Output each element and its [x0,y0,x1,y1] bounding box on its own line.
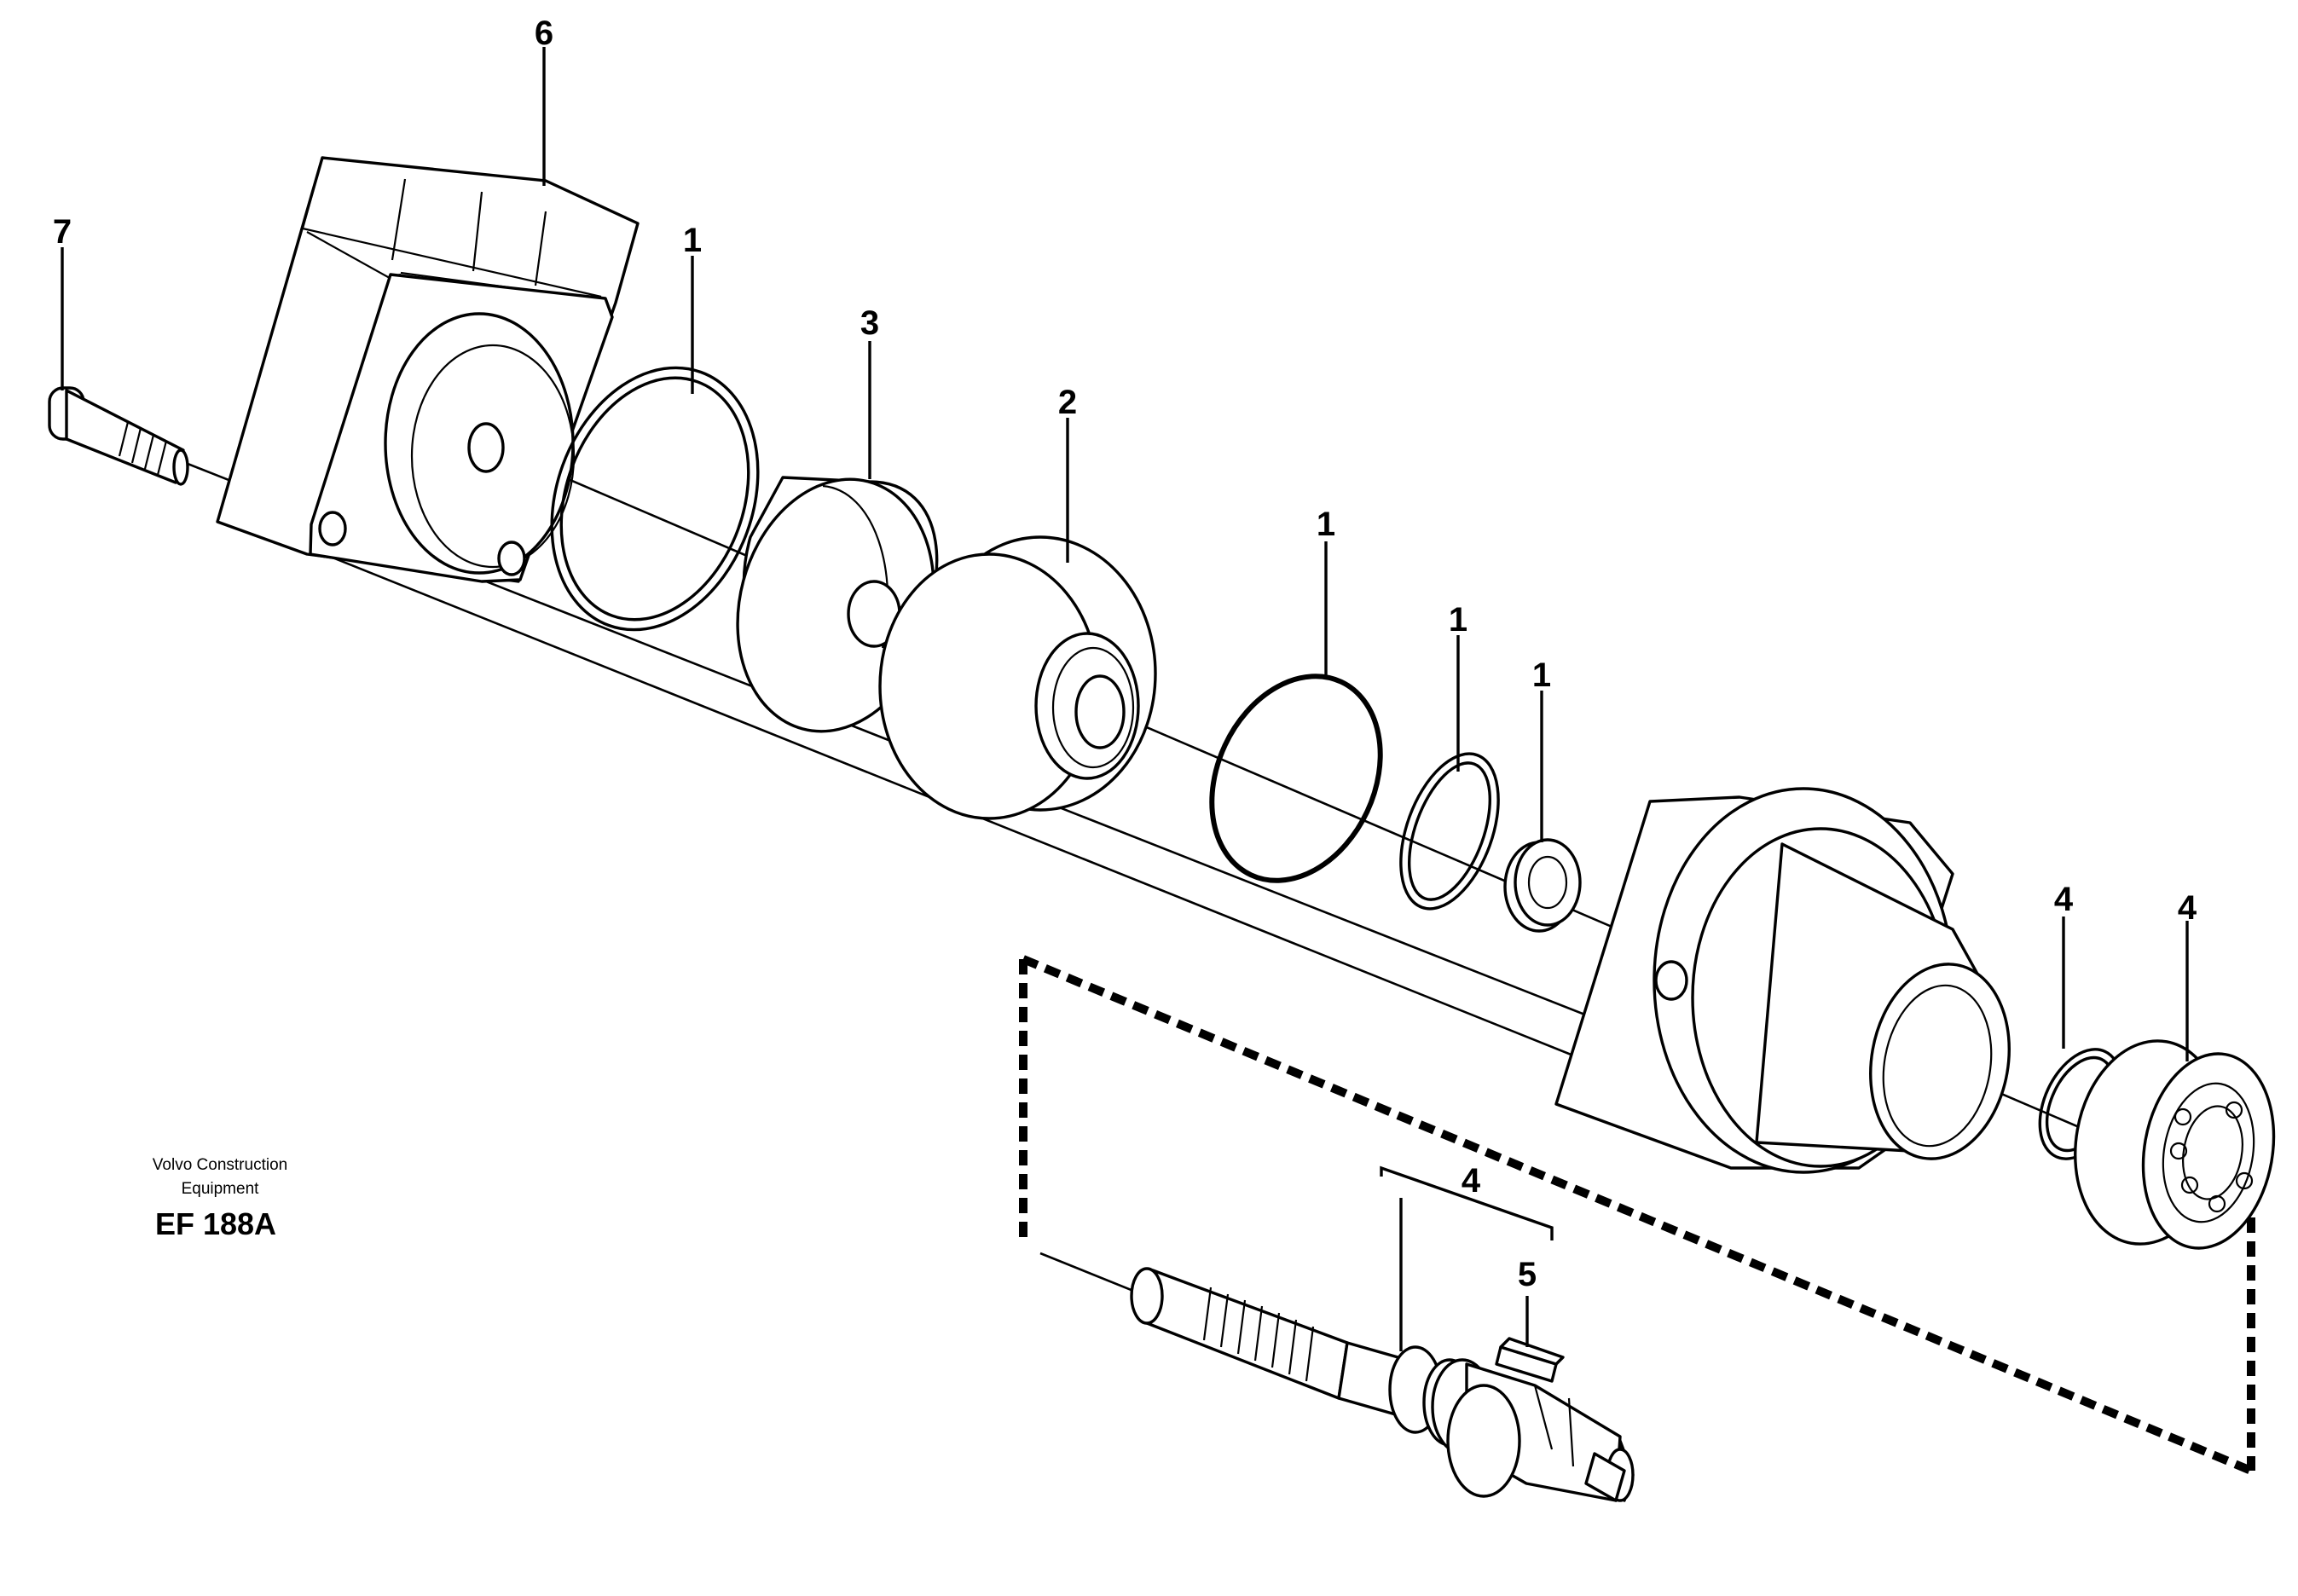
callout-6: 6 [535,14,553,52]
o-ring-1-mid [1209,674,1383,883]
callout-1-small-ring: 1 [1449,601,1467,639]
callout-2: 2 [1058,384,1077,421]
drive-shaft [1130,1267,1635,1502]
bolt-7 [48,386,189,486]
brand-line-1: Volvo Construction [153,1156,287,1174]
bearing-housing-2 [878,535,1157,820]
o-ring-1-large [550,366,760,632]
callout-leaders [61,47,2189,1351]
shaft-group-bracket [1380,1165,1554,1240]
callout-1-seal: 1 [1532,656,1551,694]
callout-7: 7 [53,213,72,251]
callout-4-shaft-group: 4 [1462,1162,1481,1200]
shaft-group-dashed-bracket [1019,955,2255,1475]
callout-1-large-oring: 1 [683,222,702,259]
callout-4-ring: 4 [2054,881,2074,918]
end-cover-6 [216,156,640,583]
motor-flange-housing [1554,787,2011,1174]
callout-4-bearing: 4 [2178,889,2197,927]
brand-line-2: Equipment [182,1180,260,1198]
callout-3: 3 [860,304,879,342]
ball-bearing-4 [2074,1039,2276,1250]
callout-5: 5 [1518,1256,1537,1293]
callout-1-mid-oring: 1 [1317,506,1335,543]
shaft-seal-1 [1503,838,1582,933]
drawing-code: EF 188A [155,1206,276,1241]
ring-1-small [1399,752,1500,911]
key-5 [1495,1337,1565,1383]
